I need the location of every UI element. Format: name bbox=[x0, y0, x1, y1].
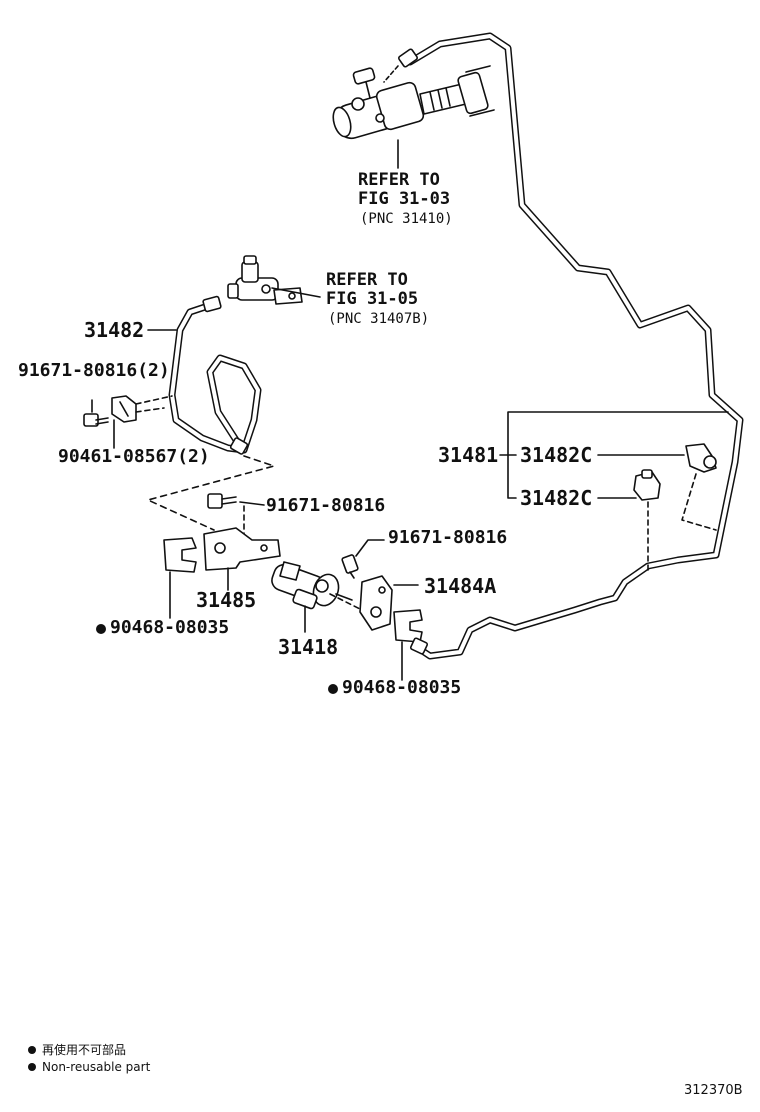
bracket-31481 bbox=[499, 411, 729, 499]
clamp-31482c-a bbox=[685, 443, 717, 473]
part-31482c-a: 31482C bbox=[520, 443, 593, 467]
bolt-91671-80816-b bbox=[341, 554, 359, 579]
release-cylinder-31418 bbox=[271, 561, 353, 610]
leader-refer-mid bbox=[271, 287, 321, 298]
figure-code: 312370B bbox=[684, 1083, 743, 1098]
leader-91671-80816-a bbox=[239, 501, 265, 506]
tube-31482 bbox=[168, 295, 262, 455]
bracket-31485 bbox=[203, 527, 281, 571]
clamp-31482c-b bbox=[633, 469, 661, 501]
dash-tube-to-bracket bbox=[147, 455, 275, 531]
bolt-91671-80816-a bbox=[207, 493, 237, 509]
refer-top-line1: REFER TO bbox=[358, 170, 440, 190]
part-31484a: 31484A bbox=[424, 574, 497, 598]
clamp-90461-08567 bbox=[111, 395, 137, 423]
refer-mid-pnc: (PNC 31407B) bbox=[328, 311, 430, 327]
dash-clamp-a bbox=[681, 473, 717, 531]
refer-top-line2: FIG 31-03 bbox=[358, 189, 451, 209]
legend-jp: 再使用不可部品 bbox=[28, 1044, 126, 1056]
tube-fitting-top bbox=[383, 48, 419, 83]
union-fitting bbox=[227, 255, 303, 305]
part-31418: 31418 bbox=[278, 635, 339, 659]
master-cylinder bbox=[332, 65, 495, 140]
part-31481: 31481 bbox=[438, 443, 499, 467]
non-reusable-marker-b bbox=[328, 684, 338, 694]
bracket-31484a bbox=[359, 575, 393, 631]
refer-mid-line2: FIG 31-05 bbox=[326, 289, 419, 309]
refer-mid-line1: REFER TO bbox=[326, 270, 408, 290]
part-31485: 31485 bbox=[196, 588, 257, 612]
leader-91671-80816-b bbox=[355, 539, 385, 557]
dash-cyl-bracket bbox=[329, 593, 363, 611]
part-91671-80816-a: 91671-80816 bbox=[266, 495, 386, 516]
legend-dot-jp bbox=[28, 1046, 36, 1054]
bolt-91671-80816-2 bbox=[83, 413, 109, 427]
clip-90468-08035-a bbox=[163, 537, 197, 573]
part-91671-80816-b: 91671-80816 bbox=[388, 527, 508, 548]
dash-clamp bbox=[135, 395, 173, 413]
legend-dot-en bbox=[28, 1063, 36, 1071]
non-reusable-marker-a bbox=[96, 624, 106, 634]
clip-90468-08035-b bbox=[393, 609, 423, 643]
part-90468-08035-b: 90468-08035 bbox=[328, 679, 461, 697]
part-90468-08035-a: 90468-08035 bbox=[96, 619, 229, 637]
part-31482: 31482 bbox=[84, 318, 145, 342]
long-tube bbox=[406, 32, 744, 660]
refer-top-pnc: (PNC 31410) bbox=[360, 211, 453, 227]
part-91671-80816-2: 91671-80816(2) bbox=[18, 360, 170, 381]
part-31482c-b: 31482C bbox=[520, 486, 593, 510]
tube-fitting-bottom bbox=[409, 637, 429, 655]
part-90461-08567-2: 90461-08567(2) bbox=[58, 446, 210, 467]
legend-en: Non-reusable part bbox=[28, 1061, 150, 1073]
